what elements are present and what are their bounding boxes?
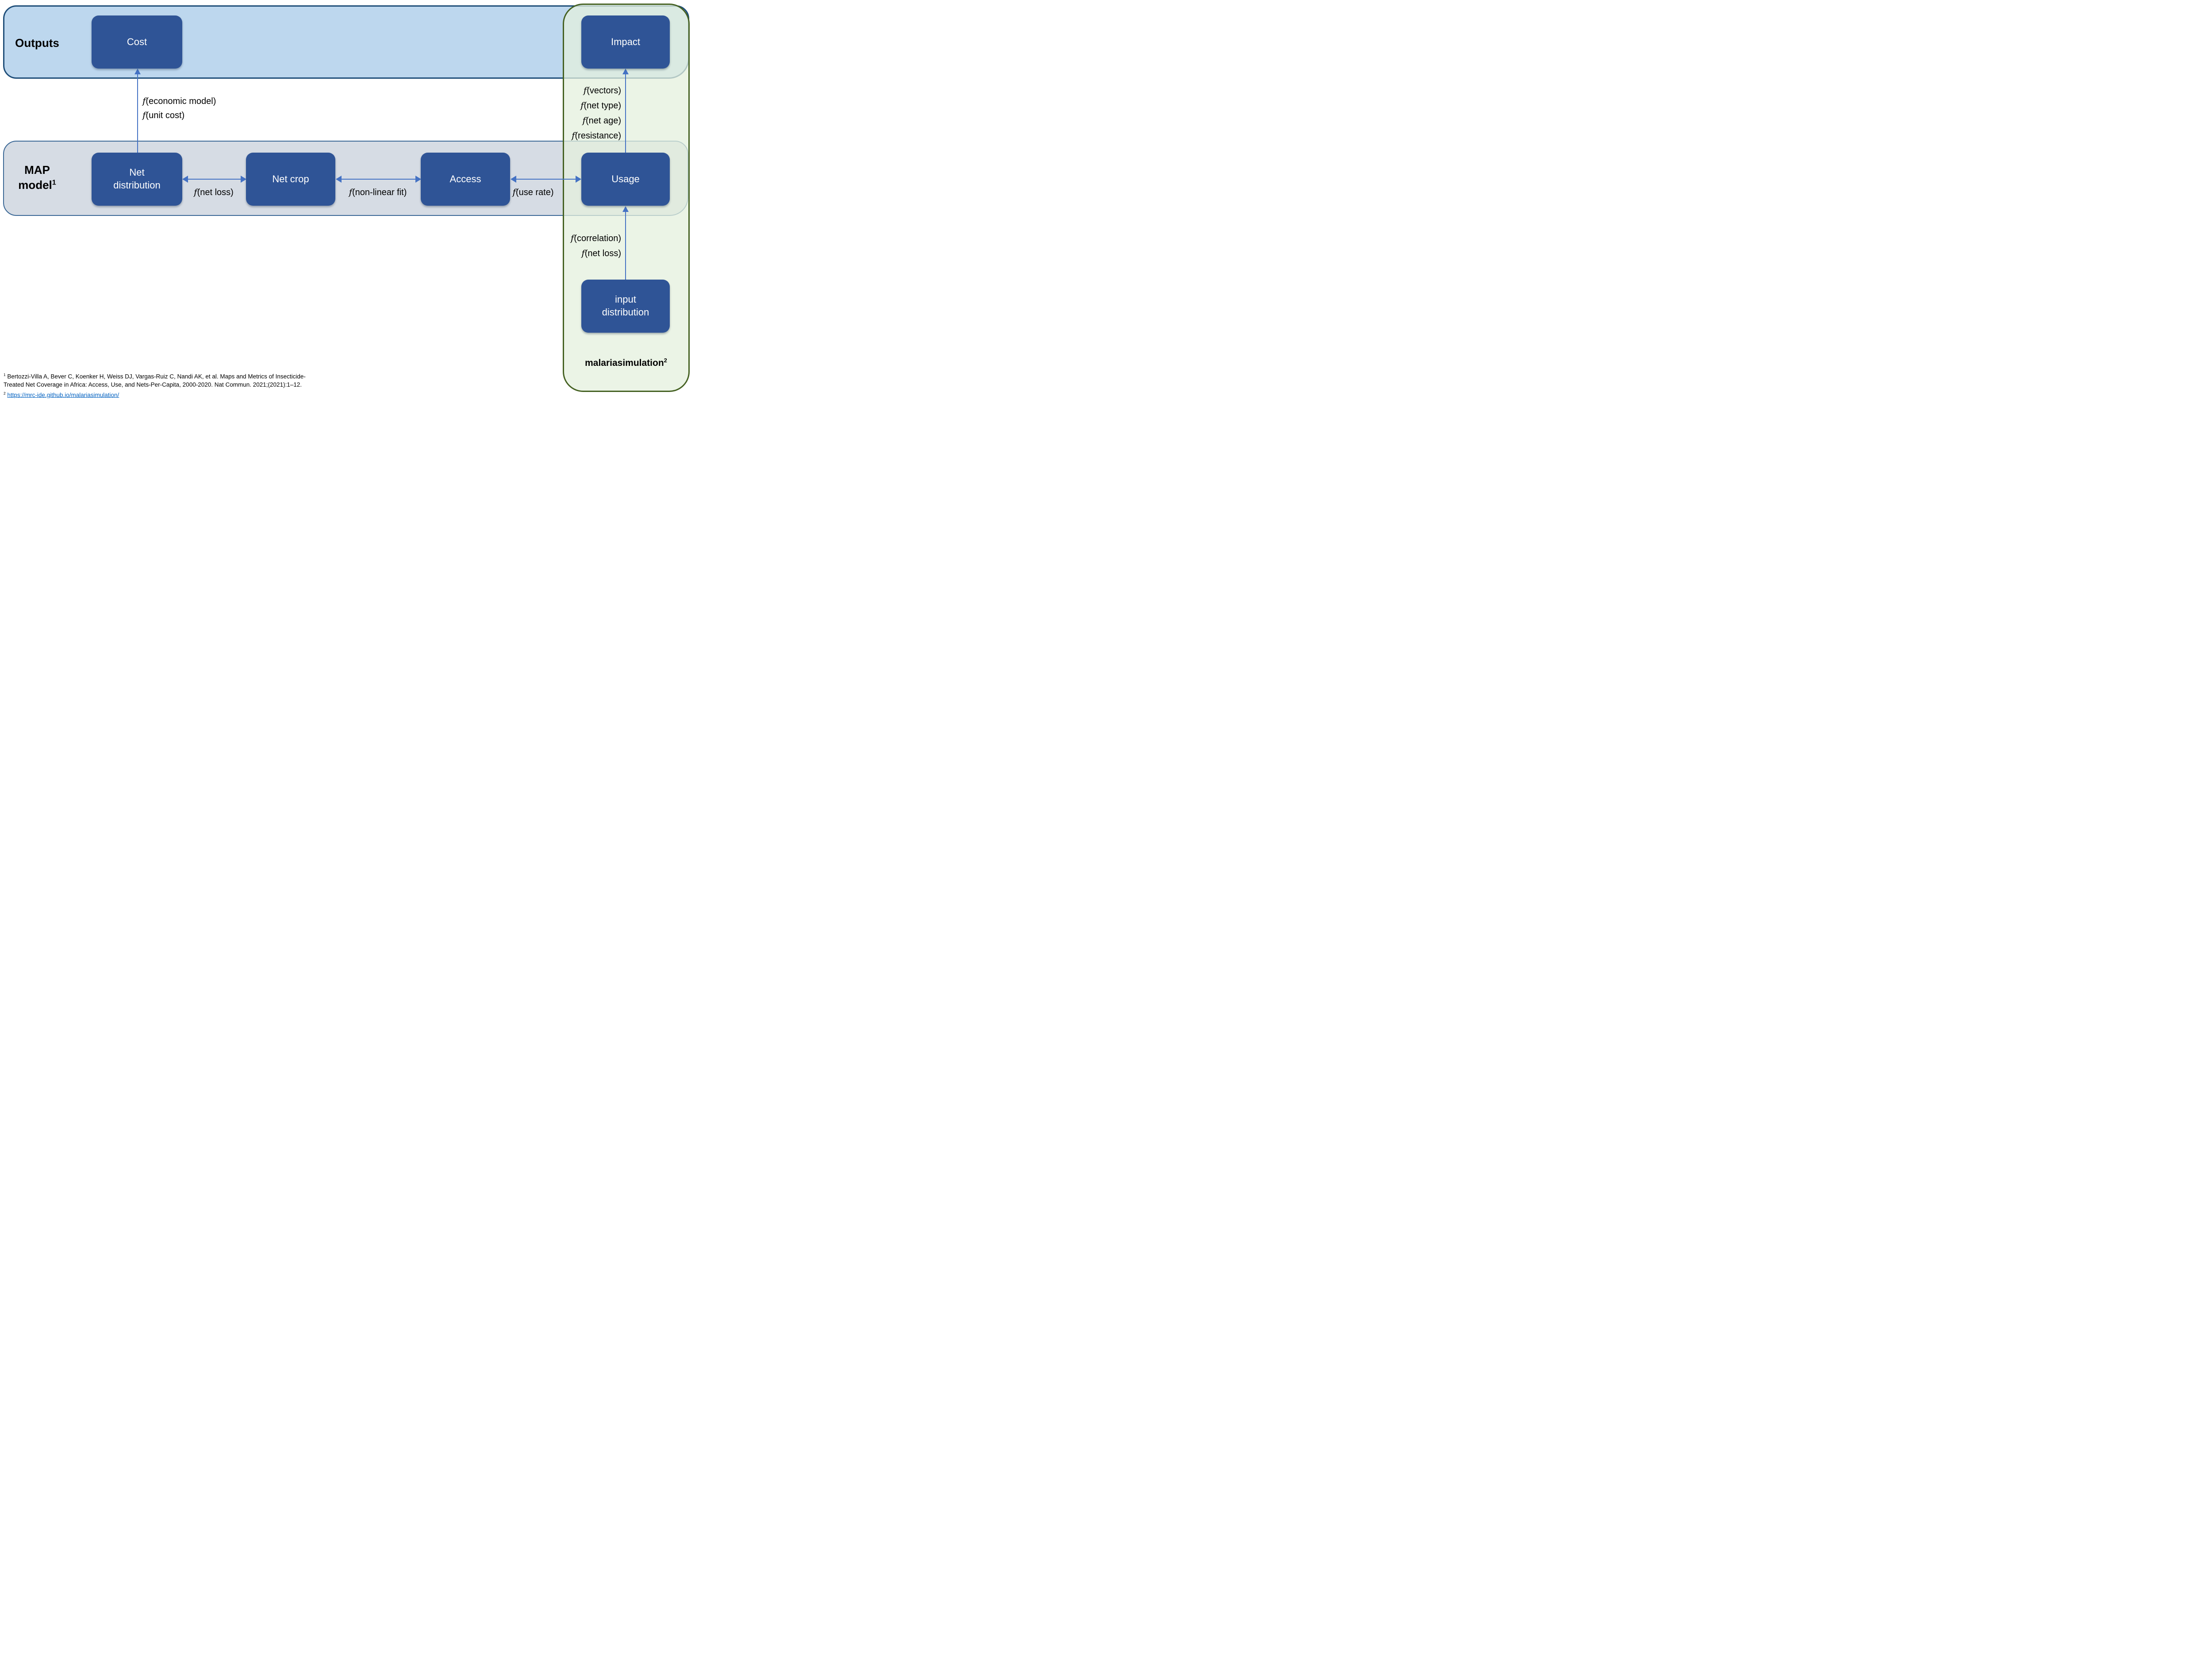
arrow-netcrop-access-lefthead-icon (336, 176, 342, 183)
f-vectors-label: f(vectors) (583, 85, 621, 96)
arrow-access-usage-lefthead-icon (511, 176, 516, 183)
f-resistance-label: f(resistance) (572, 130, 621, 141)
arrow-usage-to-impact-line (625, 74, 626, 153)
footnote-1-line-2: Treated Net Coverage in Africa: Access, … (4, 381, 302, 388)
map-model-footnote-marker: 1 (52, 178, 56, 187)
arrow-netcrop-access-righthead-icon (415, 176, 421, 183)
f-net-loss-map-label: f(net loss) (194, 187, 234, 197)
outputs-band-label: Outputs (15, 36, 59, 50)
footnote-1-marker: 1 (4, 373, 6, 377)
f-non-linear-fit-label: f(non-linear fit) (349, 187, 407, 197)
arrow-access-usage-righthead-icon (576, 176, 581, 183)
map-model-band-label: MAP model1 (7, 162, 67, 193)
arrow-netdist-netcrop-lefthead-icon (182, 176, 188, 183)
f-net-type-label: f(net type) (580, 100, 621, 111)
net-distribution-box: Net distribution (92, 153, 182, 206)
f-correlation-label: f(correlation) (570, 233, 621, 243)
malariasimulation-link[interactable]: https://mrc-ide.github.io/malariasimulat… (7, 392, 119, 398)
impact-box: Impact (581, 15, 670, 69)
net-crop-box: Net crop (246, 153, 335, 206)
f-impact-inputs-labels: f(vectors) f(net type) f(net age) f(resi… (572, 83, 621, 143)
arrow-netcrop-access-line (341, 179, 416, 180)
arrow-netdist-to-cost-head-icon (134, 69, 141, 74)
cost-box: Cost (92, 15, 182, 69)
map-model-line1: MAP (24, 163, 50, 177)
access-box: Access (421, 153, 510, 206)
f-usage-inputs-labels: f(correlation) f(net loss) (571, 231, 621, 261)
arrow-netdist-netcrop-line (188, 179, 242, 180)
input-distribution-box: input distribution (581, 280, 670, 333)
malariasimulation-label: malariasimulation2 (585, 357, 667, 368)
arrow-access-usage-line (516, 179, 576, 180)
footnote-2-marker: 2 (4, 391, 6, 396)
f-use-rate-label: f(use rate) (512, 187, 554, 197)
arrow-inputdist-to-usage-line (625, 211, 626, 280)
arrow-usage-to-impact-head-icon (622, 69, 629, 74)
map-model-line2: model1 (18, 178, 56, 192)
f-unit-cost-label: f(unit cost) (142, 110, 185, 120)
footnote-1-line-1: 1 Bertozzi-Villa A, Bever C, Koenker H, … (4, 373, 306, 380)
arrow-netdist-netcrop-righthead-icon (241, 176, 246, 183)
diagram-canvas: Outputs MAP model1 malariasimulation2 Co… (0, 0, 708, 398)
f-net-age-label: f(net age) (582, 115, 621, 126)
malariasimulation-footnote-marker: 2 (664, 357, 667, 364)
footnotes: 1 Bertozzi-Villa A, Bever C, Koenker H, … (4, 371, 306, 398)
arrow-inputdist-to-usage-head-icon (622, 206, 629, 212)
footnote-2-line: 2 https://mrc-ide.github.io/malariasimul… (4, 389, 306, 399)
arrow-netdist-to-cost-line (137, 74, 138, 153)
usage-box: Usage (581, 153, 670, 206)
f-economic-model-label: f(economic model) (142, 96, 216, 106)
f-net-loss-sim-label: f(net loss) (581, 248, 621, 258)
